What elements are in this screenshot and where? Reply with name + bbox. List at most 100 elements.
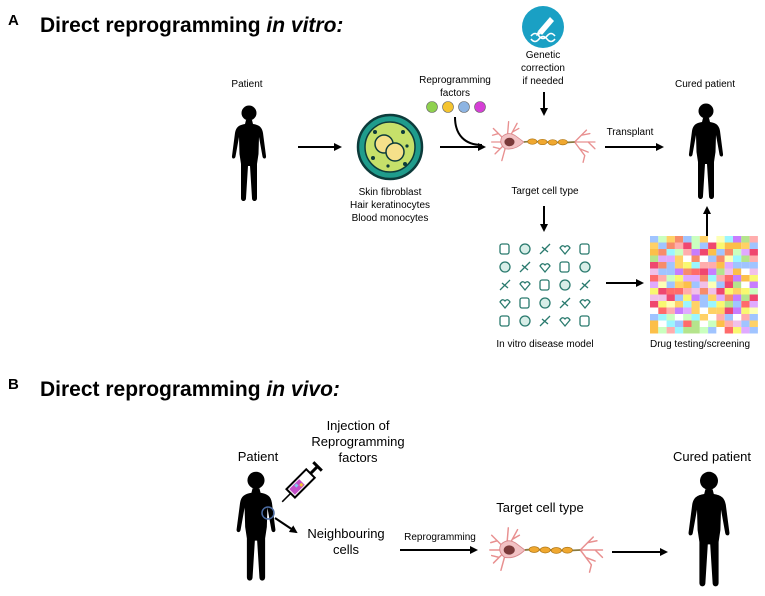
heatmap-cell bbox=[650, 294, 659, 301]
heatmap-cell bbox=[650, 249, 659, 256]
heatmap-cell bbox=[741, 327, 750, 334]
heatmap-cell bbox=[749, 262, 758, 269]
medical-icon bbox=[519, 243, 531, 255]
heatmap-cell bbox=[658, 275, 667, 282]
heatmap-cell bbox=[708, 242, 717, 249]
heatmap-cell bbox=[699, 327, 709, 334]
heatmap-cell bbox=[658, 288, 667, 295]
heatmap-cell bbox=[666, 314, 675, 321]
panel-b-letter: B bbox=[8, 376, 19, 393]
heatmap-cell bbox=[658, 236, 667, 243]
panel-b-title: Direct reprogramming in vivo: bbox=[40, 378, 340, 402]
heatmap-cell bbox=[650, 262, 659, 269]
heatmap-cell bbox=[699, 242, 709, 249]
heatmap-cell bbox=[658, 327, 667, 334]
heatmap-cell bbox=[699, 288, 709, 295]
medical-icon bbox=[499, 261, 511, 273]
heatmap-cell bbox=[708, 301, 717, 308]
heatmap-cell bbox=[733, 255, 742, 262]
heatmap-cell bbox=[658, 262, 667, 269]
heatmap-cell bbox=[683, 320, 692, 327]
heatmap-cell bbox=[716, 327, 725, 334]
heatmap-cell bbox=[749, 236, 758, 243]
heatmap-cell bbox=[716, 294, 725, 301]
target-cell-label-b: Target cell type bbox=[496, 500, 584, 515]
drug-testing-label: Drug testing/screening bbox=[649, 339, 751, 350]
heatmap-cell bbox=[733, 236, 742, 243]
medical-icon bbox=[579, 261, 591, 273]
transplant-label: Transplant bbox=[606, 127, 654, 138]
heatmap-cell bbox=[733, 281, 742, 288]
heatmap-cell bbox=[683, 255, 692, 262]
heatmap-cell bbox=[724, 294, 733, 301]
heatmap-cell bbox=[724, 242, 733, 249]
heatmap-cell bbox=[699, 262, 709, 269]
heatmap-cell bbox=[749, 307, 758, 314]
heatmap-cell bbox=[666, 301, 675, 308]
heatmap-cell bbox=[691, 320, 700, 327]
heatmap-cell bbox=[691, 281, 700, 288]
patient-label-b: Patient bbox=[237, 449, 279, 464]
heatmap-cell bbox=[716, 268, 725, 275]
heatmap-cell bbox=[741, 262, 750, 269]
heatmap-cell bbox=[708, 294, 717, 301]
heatmap-cell bbox=[691, 236, 700, 243]
heatmap-cell bbox=[691, 249, 700, 256]
heatmap-cell bbox=[658, 307, 667, 314]
heatmap-cell bbox=[666, 242, 675, 249]
heatmap-cell bbox=[666, 255, 675, 262]
heatmap-cell bbox=[666, 236, 675, 243]
panel-b-title-emphasis: in vivo: bbox=[266, 378, 340, 401]
heatmap-cell bbox=[733, 301, 742, 308]
neighbouring-line-2: cells bbox=[332, 542, 359, 557]
heatmap-cell bbox=[674, 320, 684, 327]
patient-label: Patient bbox=[231, 79, 263, 90]
heatmap-cell bbox=[674, 314, 684, 321]
heatmap-cell bbox=[666, 294, 675, 301]
medical-icon bbox=[519, 281, 531, 292]
heatmap-cell bbox=[733, 268, 742, 275]
heatmap-cell bbox=[674, 275, 684, 282]
heatmap-cell bbox=[691, 255, 700, 262]
panel-a-title: Direct reprogramming in vitro: bbox=[40, 14, 343, 38]
heatmap-cell bbox=[741, 314, 750, 321]
heatmap-cell bbox=[716, 275, 725, 282]
heatmap-cell bbox=[741, 275, 750, 282]
heatmap-cell bbox=[708, 275, 717, 282]
medical-icon bbox=[539, 263, 551, 274]
heatmap-cell bbox=[658, 294, 667, 301]
heatmap-cell bbox=[674, 294, 684, 301]
heatmap-cell bbox=[733, 242, 742, 249]
heatmap-cell bbox=[650, 236, 659, 243]
heatmap-cell bbox=[708, 327, 717, 334]
heatmap-cell bbox=[741, 320, 750, 327]
medical-icon bbox=[499, 243, 510, 255]
heatmap-cell bbox=[691, 275, 700, 282]
heatmap-cell bbox=[699, 255, 709, 262]
genetic-correction-line-2: correction bbox=[521, 63, 565, 74]
heatmap-cell bbox=[724, 307, 733, 314]
panel-a-title-emphasis: in vitro: bbox=[266, 14, 344, 37]
heatmap-cell bbox=[691, 307, 700, 314]
heatmap-cell bbox=[724, 314, 733, 321]
heatmap-cell bbox=[683, 268, 692, 275]
heatmap-cell bbox=[724, 301, 733, 308]
reprogramming-factors-line-1: Reprogramming bbox=[419, 75, 491, 86]
heatmap-cell bbox=[741, 307, 750, 314]
genetic-correction-line-1: Genetic bbox=[525, 50, 561, 61]
cured-patient-silhouette-b bbox=[684, 470, 734, 590]
heatmap-cell bbox=[749, 288, 758, 295]
heatmap-cell bbox=[691, 242, 700, 249]
heatmap-cell bbox=[699, 281, 709, 288]
heatmap-cell bbox=[666, 307, 675, 314]
heatmap-cell bbox=[741, 236, 750, 243]
heatmap-cell bbox=[650, 288, 659, 295]
cured-patient-label-b: Cured patient bbox=[672, 449, 752, 464]
heatmap-cell bbox=[699, 307, 709, 314]
heatmap-cell bbox=[749, 268, 758, 275]
heatmap-cell bbox=[708, 281, 717, 288]
heatmap-cell bbox=[741, 294, 750, 301]
